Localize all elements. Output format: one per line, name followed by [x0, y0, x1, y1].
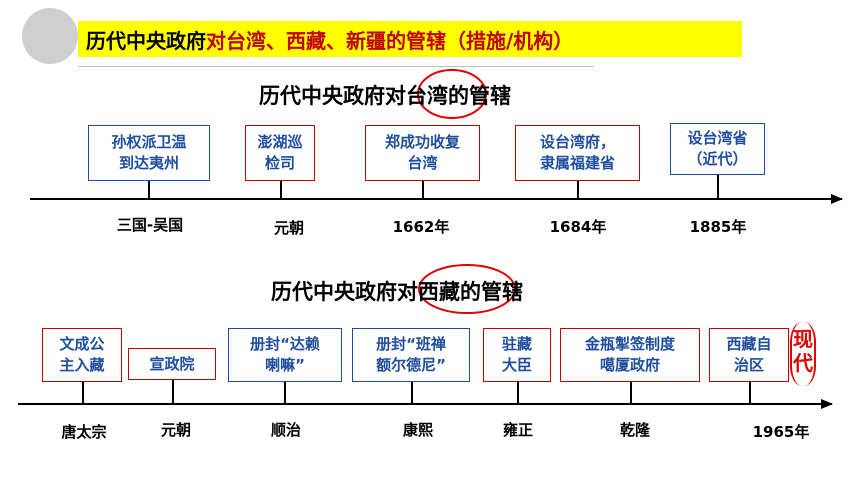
- taiwan-event-text: 孙权派卫温 到达夷州: [111, 133, 187, 172]
- taiwan-title-circle: [417, 69, 487, 119]
- tibet-event-box: 文成公 主入藏: [42, 328, 122, 382]
- header-title-part2: 对台湾、西藏、新疆的管辖（措施/机构）: [206, 28, 574, 53]
- tibet-event-text: 册封“达赖 喇嘛”: [250, 335, 320, 374]
- header-decor-circle: [22, 8, 78, 64]
- tibet-event-text: 册封“班禅 额尔德尼”: [376, 335, 446, 374]
- tibet-event-box: 驻藏 大臣: [483, 328, 551, 382]
- tibet-event-text: 宣政院: [149, 354, 195, 373]
- tibet-tick: [517, 382, 519, 404]
- tibet-event-text: 文成公 主入藏: [59, 335, 105, 374]
- taiwan-event-box: 孙权派卫温 到达夷州: [88, 125, 210, 181]
- tibet-event-box: 册封“班禅 额尔德尼”: [352, 328, 470, 382]
- taiwan-date-label: 1662年: [392, 218, 450, 236]
- taiwan-event-text: 郑成功收复 台湾: [384, 133, 460, 172]
- tibet-event-text: 西藏自 治区: [726, 335, 772, 374]
- taiwan-event-box: 设台湾府， 隶属福建省: [515, 125, 640, 181]
- tibet-title-circle: [418, 264, 516, 314]
- tibet-tick: [411, 382, 413, 404]
- modern-text: 现 代: [793, 327, 813, 375]
- tibet-event-box: 宣政院: [128, 348, 216, 380]
- tibet-event-text: 驻藏 大臣: [501, 335, 532, 374]
- header-title-bar: 历代中央政府对台湾、西藏、新疆的管辖（措施/机构）: [78, 21, 742, 57]
- taiwan-event-box: 澎湖巡 检司: [245, 125, 315, 181]
- modern-label: 现 代: [792, 327, 814, 375]
- taiwan-event-text: 设台湾省 （近代）: [687, 129, 748, 168]
- tibet-event-box: 册封“达赖 喇嘛”: [228, 328, 342, 382]
- tibet-title: 历代中央政府对西藏的管辖: [271, 276, 523, 306]
- taiwan-date-label: 1885年: [689, 218, 747, 236]
- tibet-tick: [284, 382, 286, 404]
- modern-bracket: [790, 322, 816, 386]
- tibet-title-circled: 对西藏: [397, 280, 460, 304]
- taiwan-tick: [577, 181, 579, 199]
- taiwan-event-box: 设台湾省 （近代）: [670, 123, 765, 175]
- taiwan-tick: [148, 181, 150, 199]
- taiwan-date-label: 1684年: [549, 218, 607, 236]
- header-title-part1: 历代中央政府: [86, 28, 206, 53]
- tibet-event-box: 西藏自 治区: [709, 328, 789, 382]
- tibet-date-label: 1965年: [752, 423, 810, 441]
- taiwan-date-label: 元朝: [273, 219, 305, 237]
- tibet-date-label: 顺治: [270, 421, 302, 439]
- taiwan-tick: [422, 181, 424, 199]
- tibet-date-label: 乾隆: [619, 421, 651, 439]
- taiwan-event-box: 郑成功收复 台湾: [365, 125, 480, 181]
- taiwan-date-label: 三国-吴国: [116, 216, 184, 234]
- tibet-event-text: 金瓶掣签制度 噶厦政府: [584, 335, 675, 374]
- tibet-date-label: 雍正: [502, 421, 534, 439]
- tibet-title-pre: 历代中央政府: [271, 280, 397, 304]
- taiwan-tick: [717, 175, 719, 199]
- taiwan-tick: [280, 181, 282, 199]
- taiwan-event-text: 设台湾府， 隶属福建省: [539, 133, 615, 172]
- header-divider: [78, 66, 594, 67]
- tibet-tick: [630, 382, 632, 404]
- tibet-tick: [82, 382, 84, 404]
- taiwan-title: 历代中央政府对台湾的管辖: [259, 80, 511, 110]
- taiwan-event-text: 澎湖巡 检司: [257, 133, 303, 172]
- tibet-date-label: 康熙: [402, 421, 434, 439]
- taiwan-title-post: 的管辖: [448, 84, 511, 108]
- header-title: 历代中央政府对台湾、西藏、新疆的管辖（措施/机构）: [86, 25, 573, 54]
- tibet-date-label: 元朝: [160, 421, 192, 439]
- tibet-title-post: 的管辖: [460, 280, 523, 304]
- taiwan-title-pre: 历代中央政府对台: [259, 84, 427, 108]
- tibet-tick: [749, 382, 751, 404]
- taiwan-title-circled: 湾: [427, 84, 448, 108]
- tibet-event-box: 金瓶掣签制度 噶厦政府: [560, 328, 700, 382]
- tibet-tick: [172, 380, 174, 404]
- tibet-date-label: 唐太宗: [61, 423, 107, 441]
